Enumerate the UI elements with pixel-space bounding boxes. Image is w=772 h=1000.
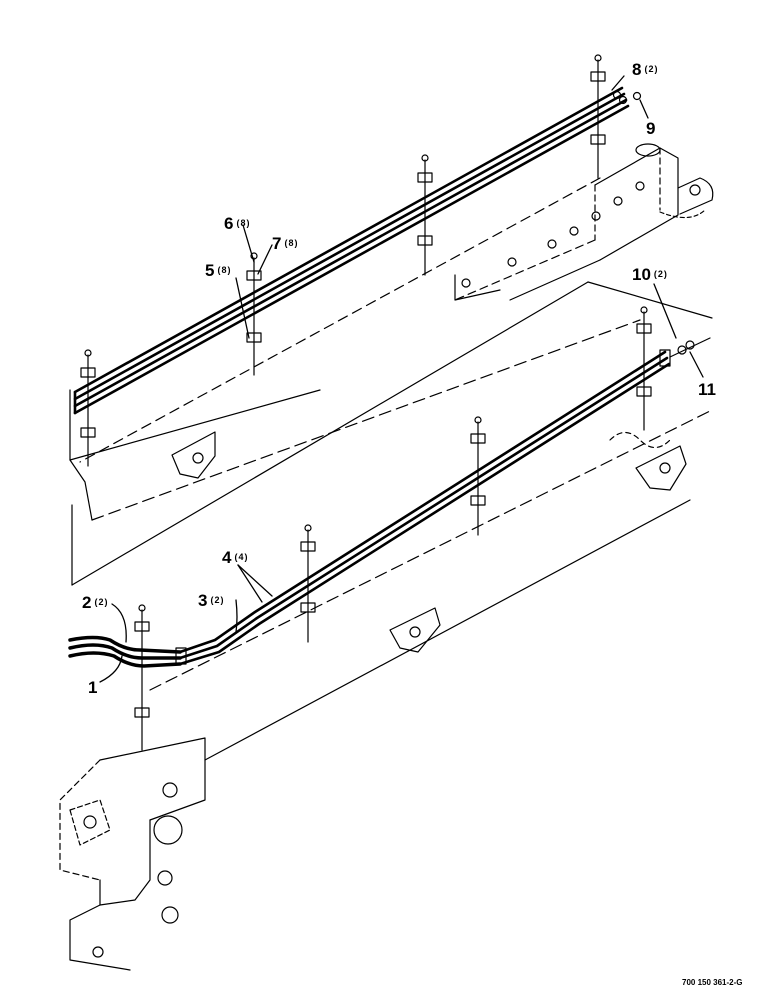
clamp-upper-4 bbox=[80, 349, 96, 467]
callout-2: 2(2) bbox=[82, 593, 108, 612]
lower-tube-bundle bbox=[178, 350, 671, 666]
hydraulic-hoses bbox=[68, 635, 182, 668]
callout-3: 3(2) bbox=[198, 591, 224, 610]
clamp-lower-2 bbox=[470, 416, 486, 536]
lower-tube-fittings bbox=[175, 337, 711, 665]
callout-9: 9 bbox=[646, 119, 655, 138]
clamp-lower-1 bbox=[636, 306, 652, 431]
callout-8: 8(2) bbox=[632, 60, 658, 79]
clamp-lower-3 bbox=[300, 524, 316, 643]
tube-clamps bbox=[80, 54, 652, 751]
callout-11: 11 bbox=[698, 380, 716, 399]
clamp-upper-2 bbox=[417, 154, 433, 276]
upper-frame bbox=[79, 143, 714, 463]
upper-tube-ends bbox=[612, 90, 642, 105]
clamp-lower-4 bbox=[134, 604, 150, 751]
callout-7: 7(8) bbox=[272, 234, 298, 253]
callout-5: 5(8) bbox=[205, 261, 231, 280]
callout-10: 10(2) bbox=[632, 265, 668, 284]
lower-frame bbox=[59, 409, 713, 971]
middle-frame bbox=[69, 281, 713, 586]
clamp-upper-1 bbox=[590, 54, 606, 179]
upper-tube-bundle bbox=[73, 86, 630, 415]
callout-6: 6(8) bbox=[224, 214, 250, 233]
callout-1: 1 bbox=[88, 678, 97, 697]
callout-labels: 1 2(2) 3(2) 4(4) 5(8) 6(8) 7(8) 8(2) 9 1… bbox=[82, 60, 716, 697]
leader-lines bbox=[99, 75, 704, 683]
drawing-number: 700 150 361-2-G bbox=[682, 978, 743, 987]
callout-4: 4(4) bbox=[222, 548, 248, 567]
clamp-upper-3 bbox=[246, 252, 262, 376]
